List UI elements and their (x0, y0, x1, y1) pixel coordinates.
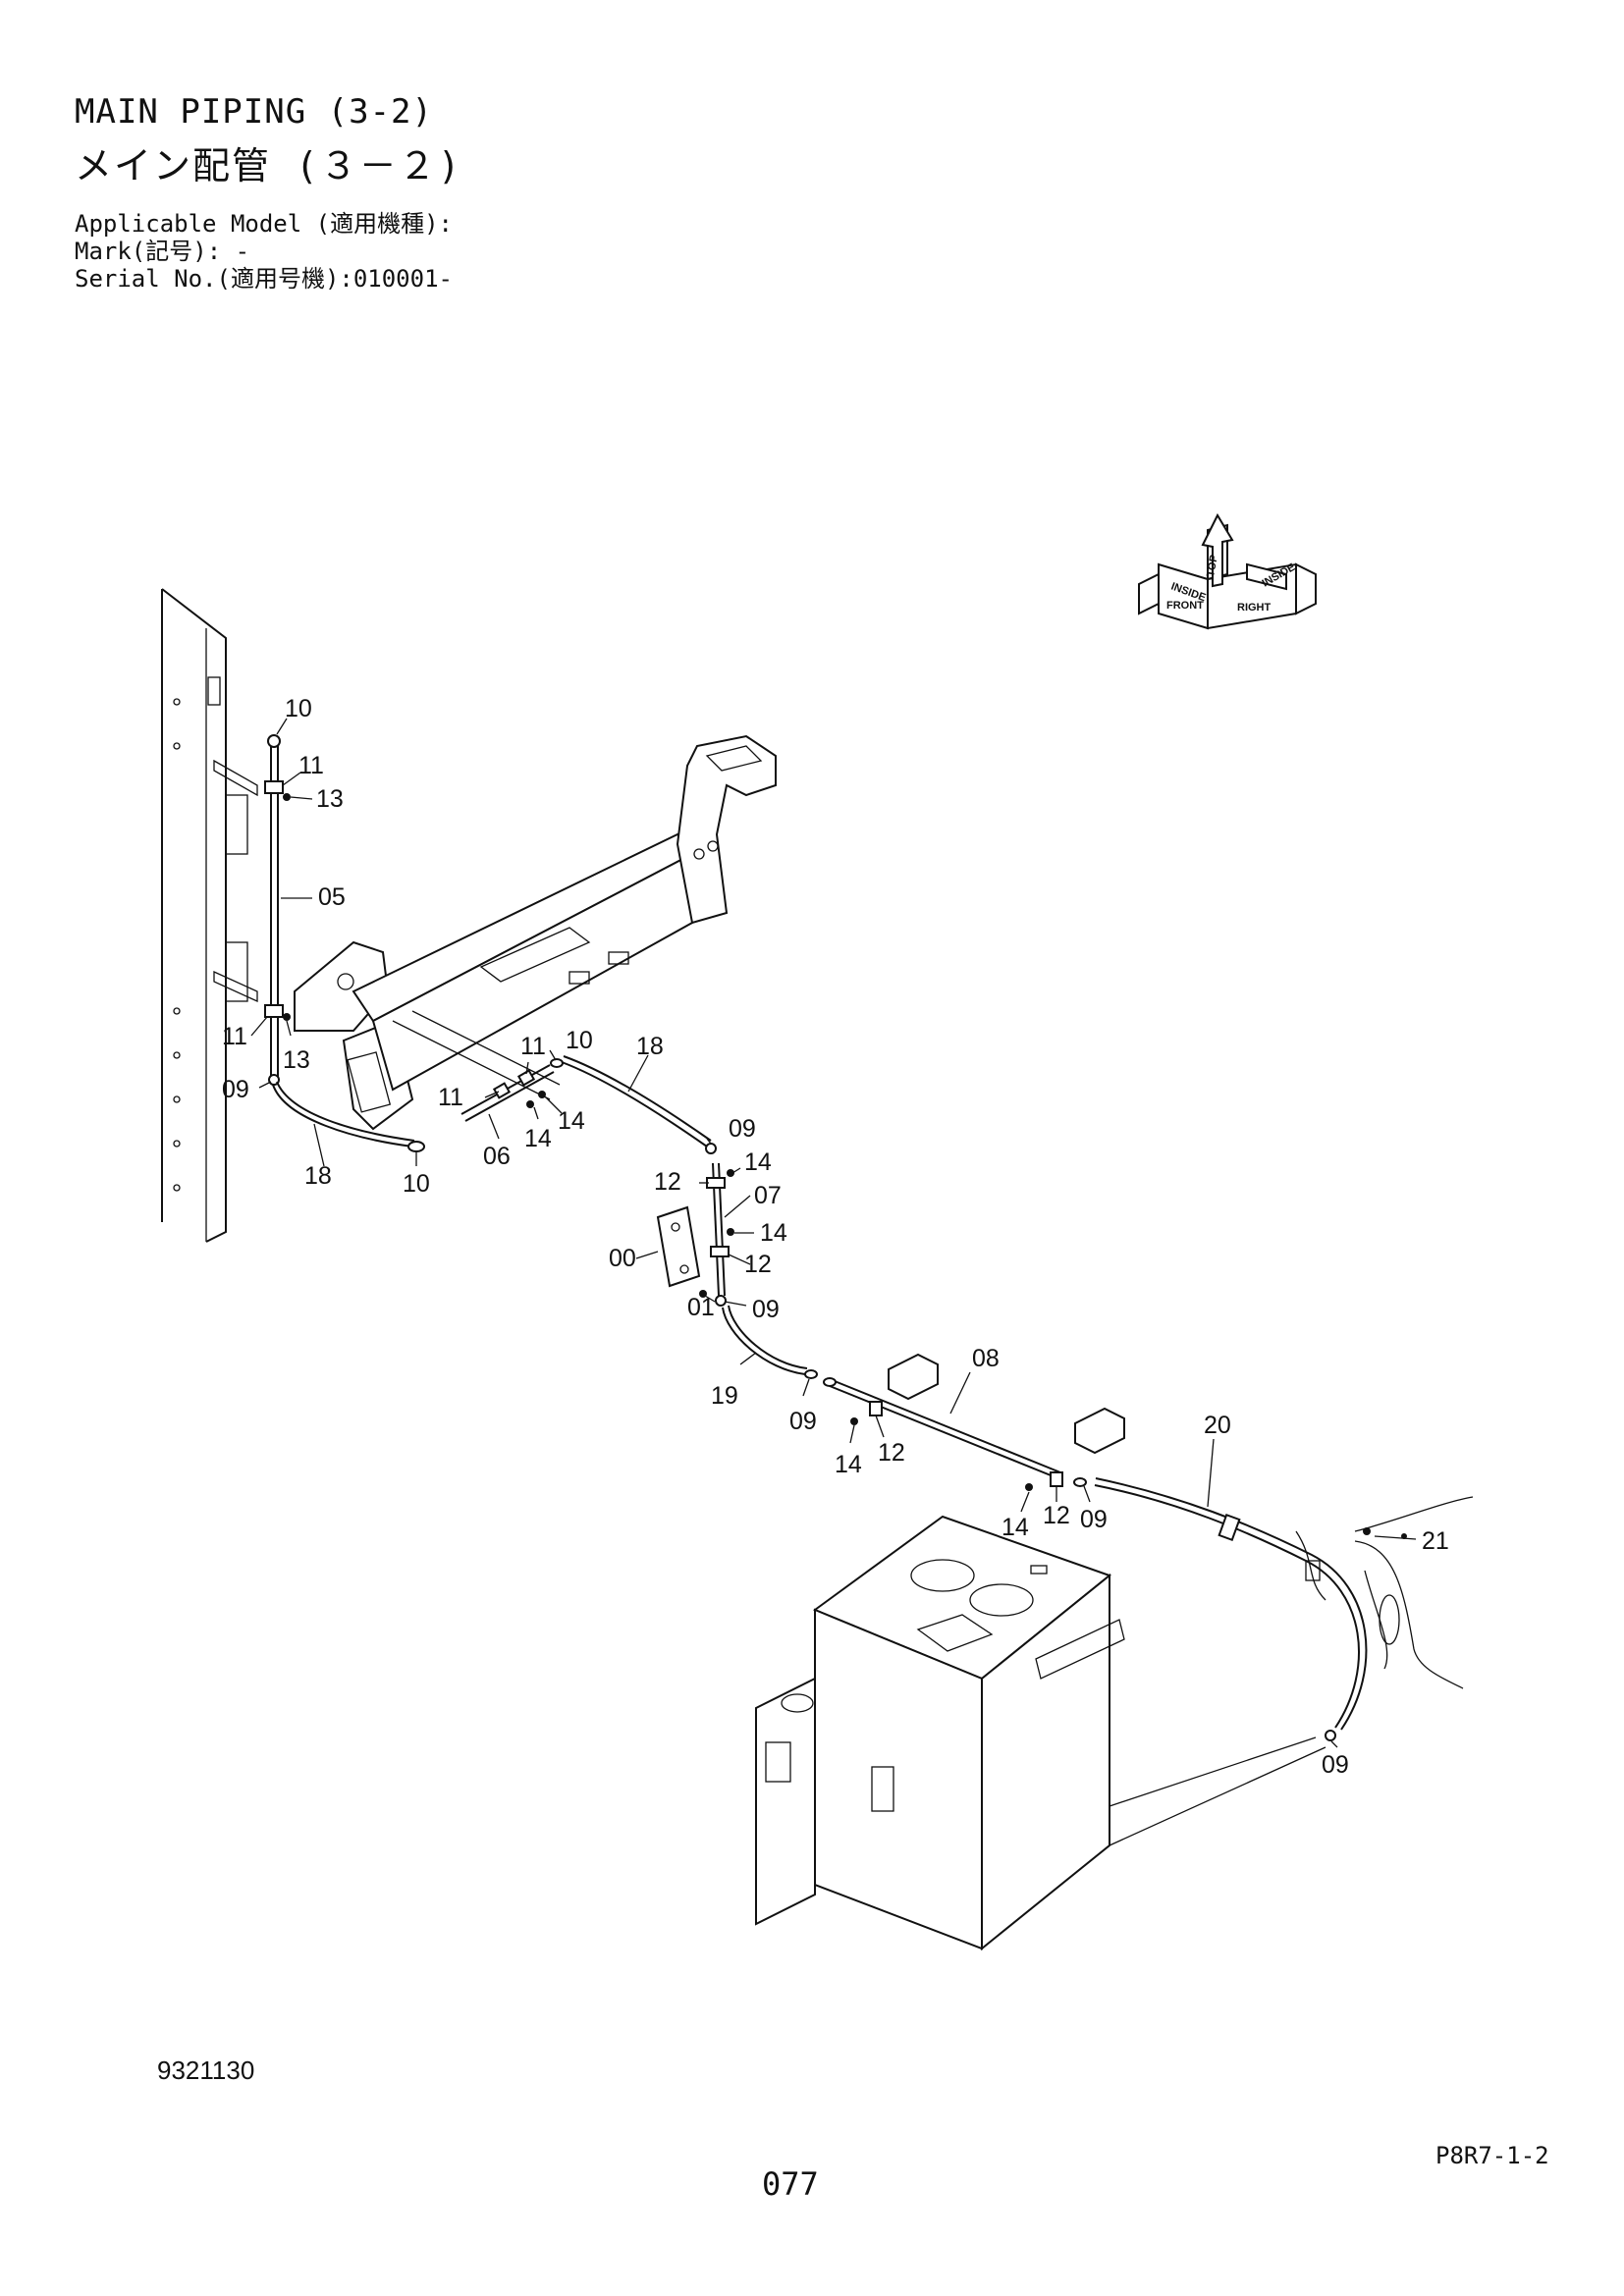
page-code: P8R7-1-2 (1435, 2142, 1549, 2169)
hose-19-edge (728, 1305, 808, 1369)
callout-12-d: 12 (1043, 1502, 1070, 1529)
orient-right-label: RIGHT (1237, 602, 1272, 614)
callout-09-d: 09 (789, 1408, 817, 1435)
applicable-model-label: Applicable Model (適用機種): (75, 210, 453, 238)
callout-11-top: 11 (298, 752, 324, 779)
callout-14-f: 14 (1001, 1514, 1029, 1541)
callout-labels: 10 11 13 05 11 13 09 18 10 11 10 11 06 1… (222, 695, 1449, 1779)
pipe-08 (823, 1353, 1125, 1491)
pipe-06 (460, 1058, 564, 1122)
callout-12-c: 12 (878, 1439, 905, 1467)
hydraulic-tank (755, 1515, 1326, 1951)
callout-05: 05 (318, 883, 346, 911)
callout-12-a: 12 (654, 1168, 681, 1196)
page-title: MAIN PIPING (3-2) (75, 92, 433, 132)
callout-12-b: 12 (744, 1251, 772, 1278)
callout-13-top: 13 (316, 785, 344, 813)
callout-21: 21 (1422, 1527, 1449, 1555)
callout-06: 06 (483, 1143, 511, 1170)
leader-lines (250, 718, 1417, 1748)
fitting-09-f (1325, 1730, 1336, 1741)
callout-18-left: 18 (304, 1162, 332, 1190)
callout-14-b: 14 (558, 1107, 585, 1135)
hose-18-right-edge (563, 1055, 712, 1142)
callout-08: 08 (972, 1345, 1000, 1372)
callout-14-d: 14 (760, 1219, 787, 1247)
callout-11-mid: 11 (222, 1023, 247, 1050)
page-number: 077 (762, 2165, 819, 2203)
hose-19 (722, 1307, 806, 1375)
swing-frame-boom (294, 734, 777, 1131)
callout-11-b: 11 (520, 1033, 546, 1060)
callout-09-c: 09 (752, 1296, 780, 1323)
hose-20-edge (1095, 1477, 1368, 1731)
wire-harness-21 (1295, 1496, 1474, 1689)
callout-20: 20 (1204, 1412, 1231, 1439)
orientation-compass-icon: FRONT TOP RIGHT INSIDE INSIDE (1138, 512, 1317, 630)
pipe-07 (706, 1162, 734, 1307)
page-title-japanese: メイン配管 (３－２) (75, 144, 462, 187)
serial-number-label: Serial No.(適用号機):010001- (75, 265, 453, 293)
hose-18-left-edge (276, 1081, 415, 1142)
callout-09-f: 09 (1322, 1751, 1349, 1779)
fitting-09-d (804, 1369, 818, 1379)
callout-10-bottom: 10 (403, 1170, 430, 1198)
hose-18-left (272, 1084, 413, 1148)
callout-10-b: 10 (566, 1027, 593, 1054)
callout-14-a: 14 (524, 1125, 552, 1152)
callout-01: 01 (687, 1294, 715, 1321)
callout-18-right: 18 (636, 1033, 664, 1060)
mark-label: Mark(記号): - (75, 238, 250, 265)
callout-14-c: 14 (744, 1148, 772, 1176)
callout-11-a: 11 (438, 1084, 463, 1111)
callout-13-mid: 13 (283, 1046, 310, 1074)
bracket-00 (656, 1205, 701, 1288)
hose-clamp (1218, 1513, 1241, 1542)
drawing-number: 9321130 (157, 2056, 255, 2085)
callout-09-left: 09 (222, 1076, 249, 1103)
callout-09-e: 09 (1080, 1506, 1108, 1533)
fitting-10-bottom (407, 1141, 425, 1152)
cab-wall-panel (161, 588, 258, 1243)
orient-front-label: FRONT (1166, 600, 1204, 612)
callout-14-e: 14 (835, 1451, 862, 1478)
vertical-pipe-05 (264, 734, 291, 1086)
callout-00: 00 (609, 1245, 636, 1272)
callout-07: 07 (754, 1182, 782, 1209)
callout-10-top: 10 (285, 695, 312, 722)
callout-19: 19 (711, 1382, 738, 1410)
orient-top-label: TOP (1205, 554, 1220, 577)
fitting-09-mid (705, 1143, 717, 1154)
hose-18-right (561, 1061, 708, 1148)
callout-09-mid: 09 (729, 1115, 756, 1143)
